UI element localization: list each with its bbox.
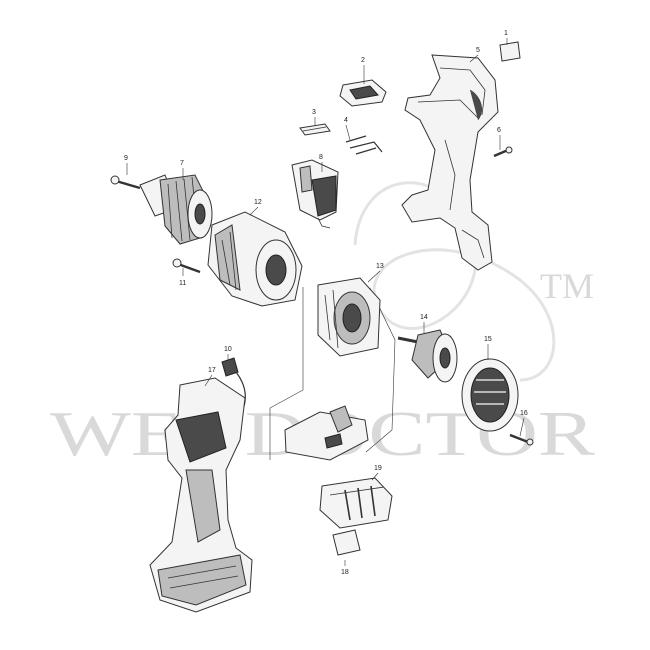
part-number-3: 3 [312,109,316,116]
part-number-11: 11 [179,280,186,287]
part-number-9: 9 [124,155,128,162]
part-1-label-sticker [499,41,521,62]
watermark-tm: TM [540,266,594,306]
part-9-screw [110,175,141,190]
part-16-screw [509,433,534,446]
part-number-5: 5 [476,47,480,54]
part-number-2: 2 [361,57,365,64]
part-number-17: 17 [208,367,216,374]
part-number-7: 7 [180,160,184,167]
part-number-10: 10 [224,346,232,353]
leader-lines [126,38,525,566]
part-10-connector [221,357,246,413]
part-12-gear-assembly [207,211,303,307]
part-4-springs [345,135,383,155]
part-18-label-plate [332,529,361,556]
part-8-switch [291,159,339,229]
part-13-controller [284,405,369,461]
part-11-screw [172,258,201,274]
part-6-screw [493,146,513,158]
part-13-stator [317,277,381,357]
part-19-terminal [319,477,393,529]
part-7-chuck [139,174,213,245]
part-2-switch-lever [339,79,387,107]
part-number-13: 13 [376,263,384,270]
part-5-housing [401,54,499,271]
part-15-fan-cover [461,358,519,432]
part-number-16: 16 [520,410,528,417]
part-number-6: 6 [497,127,501,134]
part-number-12: 12 [254,199,262,206]
part-17-main-housing [149,377,253,613]
part-number-18: 18 [341,569,349,576]
part-14-rotor [397,329,458,383]
part-number-1: 1 [504,30,508,37]
part-3-slide-button [299,123,331,136]
part-13-group-outline [269,287,396,460]
part-number-14: 14 [420,314,428,321]
part-number-8: 8 [319,154,323,161]
part-numbers: 1 2 3 4 5 6 7 8 9 10 11 12 13 14 15 16 1… [124,30,528,576]
part-number-15: 15 [484,336,492,343]
part-number-19: 19 [374,465,382,472]
part-number-4: 4 [344,117,348,124]
